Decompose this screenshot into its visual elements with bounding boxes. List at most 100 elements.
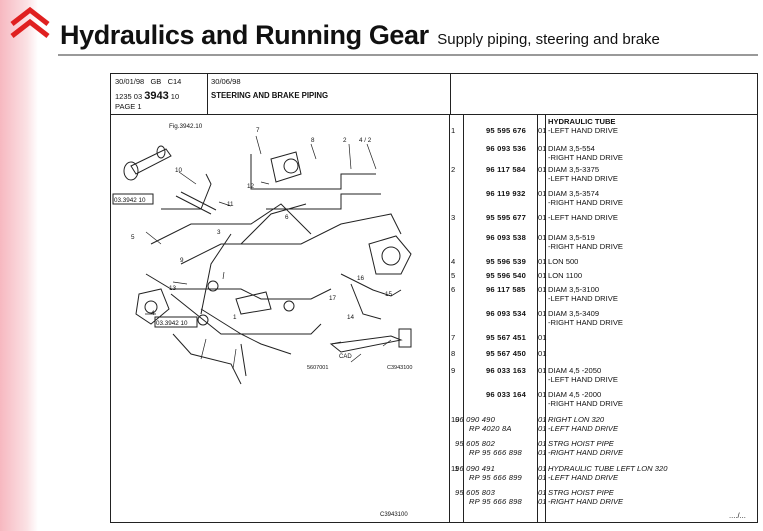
part-number-rp: RP 95 666 898: [469, 448, 522, 457]
fitting-component: [381, 246, 401, 266]
diagram-label: 4 / 2: [359, 137, 372, 144]
page-title: Hydraulics and Running Gear: [60, 20, 429, 50]
ref-box: [112, 193, 154, 205]
part-item-number: 9: [451, 366, 456, 375]
parts-sheet: 30/01/98 GB C14 1235 03 3943 10 PAGE 1 3…: [110, 73, 758, 523]
part-description: -RIGHT HAND DRIVE: [548, 497, 624, 506]
part-quantity: 01: [538, 126, 547, 135]
fitting-component: [156, 145, 166, 159]
cylinder-component: [270, 151, 302, 183]
part-number: 96 119 932: [486, 189, 526, 198]
diagram-label: C3943100: [387, 365, 412, 371]
part-number: 95 567 451: [486, 333, 527, 342]
diagram-label: 6: [285, 214, 289, 221]
part-quantity: 01: [538, 165, 547, 174]
part-description: -LEFT HAND DRIVE: [548, 294, 618, 303]
part-quantity: 01: [538, 271, 547, 280]
pipe-line: [180, 213, 402, 265]
part-number: 95 595 676: [486, 126, 527, 135]
section-title: STEERING AND BRAKE PIPING: [211, 91, 329, 100]
pipe-line: [240, 343, 247, 377]
part-description: -RIGHT HAND DRIVE: [548, 399, 623, 408]
part-description: DIAM 3,5-519: [548, 233, 595, 242]
part-quantity: 01: [538, 257, 547, 266]
part-quantity: 01: [538, 497, 547, 506]
splitter-component: [235, 291, 272, 315]
diagram-label: 14: [347, 314, 355, 321]
pipe-line: [200, 233, 232, 315]
part-number: 96 117 584: [486, 165, 526, 174]
diagram-label: 03.3942 10: [114, 197, 146, 204]
fitting-component: [283, 300, 295, 312]
part-number: 95 605 803: [455, 488, 496, 497]
part-number: 95 596 539: [486, 257, 527, 266]
diagram-label: 5: [131, 234, 135, 241]
diagram-label: 2: [343, 137, 347, 144]
part-description: LON 1100: [548, 271, 583, 280]
part-quantity: 01: [538, 189, 547, 198]
part-number: 96 090 491: [455, 464, 496, 473]
column-divider: [463, 114, 464, 522]
part-item-number: 8: [451, 349, 456, 358]
part-item-number: 6: [451, 285, 456, 294]
part-number: 95 567 450: [486, 349, 527, 358]
part-description: HYDRAULIC TUBE LEFT LON 320: [548, 464, 668, 473]
part-number: 95 595 677: [486, 213, 527, 222]
part-quantity: 01: [538, 448, 547, 457]
part-quantity: 01: [538, 333, 547, 342]
fitting-component: [207, 280, 219, 292]
part-number-rp: RP 95 666 898: [469, 497, 522, 506]
clip-component: [398, 328, 412, 348]
part-description: -LEFT HAND DRIVE: [548, 375, 618, 384]
part-description: DIAM 4,5 -2050: [548, 366, 602, 375]
footer-code: C3943100: [380, 512, 408, 518]
part-description: DIAM 3,5-3409: [548, 309, 600, 318]
pipe-line: [266, 193, 381, 210]
pipe-line: [250, 154, 376, 190]
pipe-line: [145, 273, 332, 300]
page-header: Hydraulics and Running Gear Supply pipin…: [60, 20, 660, 51]
column-divider: [537, 114, 538, 522]
part-description: -LEFT HAND DRIVE: [548, 424, 619, 433]
column-divider: [449, 114, 450, 522]
part-number: 96 117 585: [486, 285, 526, 294]
part-item-number: 3: [451, 213, 456, 222]
fitting-component: [197, 314, 209, 326]
sheet-ref-main: 3943: [144, 90, 169, 102]
sheet-lang: GB: [150, 77, 162, 86]
part-item-number: 1: [451, 126, 456, 135]
part-description: -LEFT HAND DRIVE: [548, 126, 618, 135]
page-subtitle: Supply piping, steering and brake: [437, 31, 660, 48]
part-description: HYDRAULIC TUBE: [548, 117, 616, 126]
diagram-label: 8: [311, 137, 315, 144]
part-number: 95 605 802: [455, 439, 496, 448]
caliper-component: [135, 288, 170, 325]
part-quantity: 01: [538, 213, 547, 222]
part-item-number: 5: [451, 271, 456, 280]
part-description: RIGHT LON 320: [548, 415, 605, 424]
fitting-component: [123, 161, 139, 181]
pipe-line: [340, 273, 402, 297]
part-quantity: 01: [538, 144, 547, 153]
pipe-line: [161, 173, 212, 210]
sheet-ref-prefix: 1235 03: [115, 92, 143, 101]
part-item-number: 2: [451, 165, 456, 174]
part-number: 96 093 538: [486, 233, 527, 242]
part-quantity: 01: [538, 390, 547, 399]
diagram-label: 5607001: [307, 365, 328, 371]
part-description: -LEFT HAND DRIVE: [548, 473, 619, 482]
part-item-number: 10: [451, 415, 460, 424]
part-quantity: 01: [538, 309, 547, 318]
sheet-code: C14: [167, 77, 182, 86]
part-description: -RIGHT HAND DRIVE: [548, 318, 623, 327]
sheet-date: 30/01/98: [115, 77, 145, 86]
diagram-label: 11: [227, 201, 234, 208]
pipe-line: [350, 283, 382, 320]
leader-line: [145, 135, 392, 370]
part-quantity: 01: [538, 233, 547, 242]
part-description: -LEFT HAND DRIVE: [548, 174, 618, 183]
diagram-label: 12: [247, 183, 255, 190]
part-item-number: 11: [451, 464, 459, 473]
diagram-label: 03.3942 10: [156, 320, 188, 327]
part-description: -RIGHT HAND DRIVE: [548, 153, 623, 162]
